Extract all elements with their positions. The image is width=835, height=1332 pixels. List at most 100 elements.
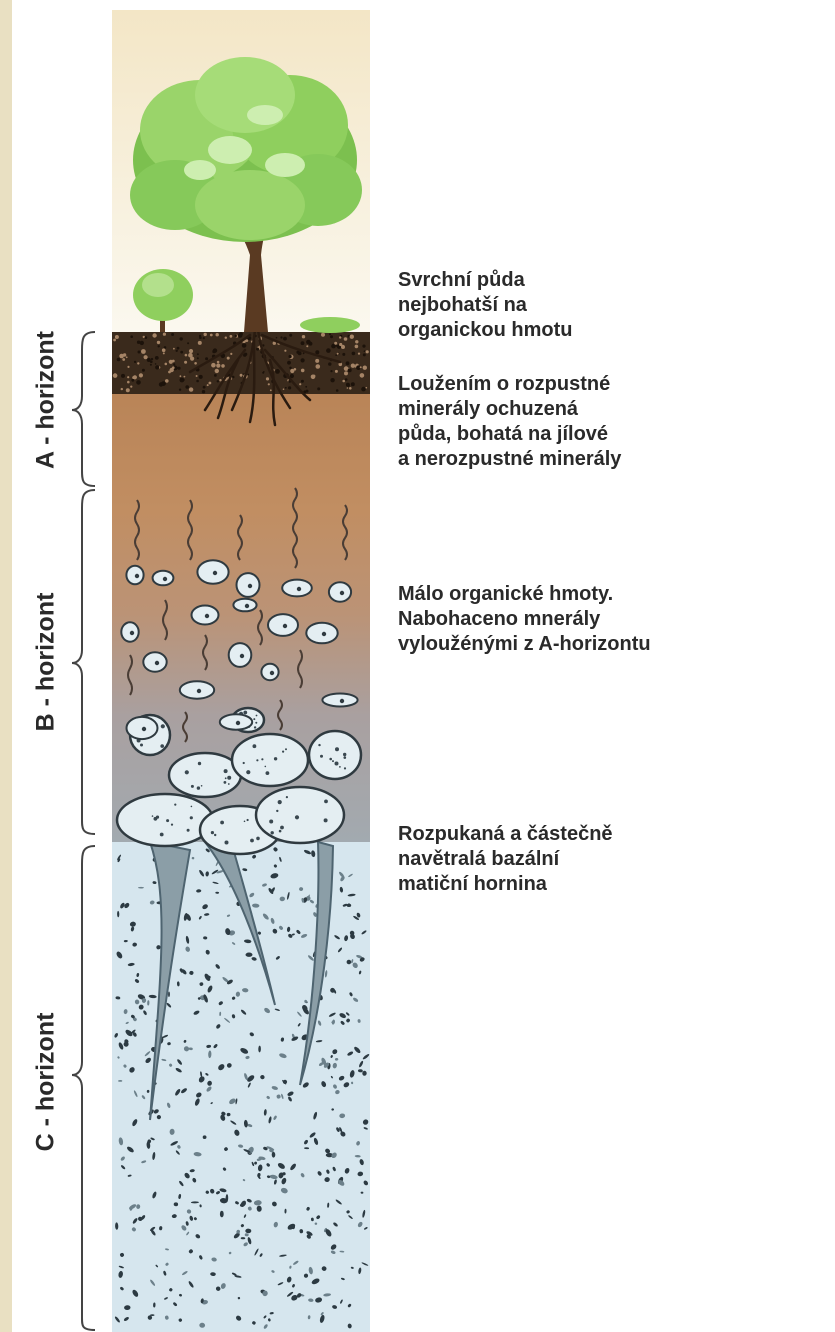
topsoil-speckle (204, 333, 207, 336)
topsoil-speckle (132, 376, 135, 379)
topsoil-speckle (366, 387, 368, 389)
topsoil-speckle (142, 369, 145, 372)
pebble-grain (270, 671, 274, 675)
topsoil-speckle (315, 350, 319, 354)
horizon-c-label: C - horizont (32, 1013, 61, 1152)
topsoil-speckle (321, 333, 325, 337)
topsoil-speckle (301, 341, 305, 345)
rock-grain (211, 831, 214, 834)
pebble-grain (283, 624, 287, 628)
rock-grain (295, 815, 299, 819)
rock-grain (160, 744, 164, 748)
topsoil-speckle (315, 359, 319, 363)
desc-bedrock: Rozpukaná a částečně navětralá bazální m… (398, 822, 798, 897)
rock-grain (332, 760, 334, 762)
rock-grain (243, 711, 247, 715)
topsoil-speckle (180, 375, 182, 377)
rock-grain (214, 834, 216, 836)
rock-grain (197, 786, 200, 789)
topsoil-speckle (216, 364, 220, 368)
topsoil-speckle (335, 370, 338, 373)
topsoil-speckle (176, 350, 178, 352)
pebble (153, 571, 174, 586)
pebble-grain (322, 632, 326, 636)
topsoil-speckle (197, 353, 199, 355)
topsoil-speckle (209, 382, 212, 385)
pebble-grain (248, 584, 252, 588)
topsoil-speckle (275, 369, 280, 374)
topsoil-speckle (256, 348, 259, 351)
topsoil-speckle (136, 380, 141, 385)
topsoil-speckle (187, 342, 189, 344)
topsoil-speckle (287, 361, 291, 365)
rock-grain (261, 758, 263, 760)
rock-grain (254, 726, 256, 728)
rock-grain (265, 766, 267, 768)
topsoil-speckle (344, 371, 348, 375)
topsoil-speckle (270, 389, 272, 391)
topsoil-speckle (121, 388, 123, 390)
pebble-grain (205, 614, 209, 618)
topsoil-speckle (134, 361, 136, 363)
topsoil-speckle (336, 389, 339, 392)
topsoil-speckle (364, 350, 366, 352)
topsoil-speckle (306, 345, 308, 347)
pebble-grain (142, 727, 146, 731)
topsoil-speckle (119, 354, 124, 359)
topsoil-speckle (115, 335, 119, 339)
topsoil-speckle (366, 350, 369, 353)
pebble (306, 623, 337, 644)
topsoil-speckle (330, 378, 334, 382)
topsoil-speckle (139, 373, 143, 377)
rock-grain (320, 755, 323, 758)
horizon-b-label: B - horizont (32, 593, 61, 732)
topsoil-speckle (173, 363, 175, 365)
topsoil-speckle (130, 335, 133, 338)
topsoil-speckle (205, 357, 208, 360)
rock-grain (285, 748, 287, 750)
rock-fragment (256, 787, 344, 843)
pebble-grain (135, 574, 139, 578)
topsoil-speckle (341, 345, 344, 348)
rock-grain (266, 771, 270, 775)
topsoil-speckle (127, 376, 129, 378)
topsoil-speckle (199, 336, 202, 339)
topsoil-speckle (185, 385, 189, 389)
topsoil-speckle (162, 348, 166, 352)
rock-grain (247, 819, 249, 821)
topsoil-speckle (309, 342, 313, 346)
rock-grain (225, 777, 227, 779)
pebble (282, 580, 312, 597)
pebble-grain (236, 721, 240, 725)
topsoil-speckle (155, 363, 157, 365)
topsoil-speckle (305, 386, 307, 388)
topsoil-speckle (163, 333, 166, 336)
topsoil-speckle (180, 337, 183, 340)
topsoil-speckle (196, 375, 198, 377)
rock-grain (185, 770, 189, 774)
pebble-grain (245, 604, 249, 608)
rock-fragment (232, 734, 308, 786)
rock-grain (190, 816, 193, 819)
rock-grain (174, 804, 176, 806)
topsoil-speckle (117, 358, 121, 362)
topsoil-speckle (216, 333, 219, 336)
topsoil-speckle (145, 336, 148, 339)
topsoil-speckle (122, 358, 125, 361)
topsoil-speckle (235, 335, 237, 337)
topsoil-speckle (339, 336, 341, 338)
rock-grain (171, 824, 173, 826)
topsoil-speckle (302, 335, 305, 338)
topsoil-speckle (362, 345, 365, 348)
topsoil-speckle (363, 366, 367, 370)
rock-grain (344, 767, 346, 769)
pebble (192, 606, 219, 625)
topsoil-speckle (363, 353, 366, 356)
bedrock-layer (112, 842, 370, 1332)
rock-grain (318, 744, 320, 746)
topsoil-speckle (289, 334, 292, 337)
grass-tuft (300, 317, 360, 333)
topsoil-speckle (127, 366, 129, 368)
